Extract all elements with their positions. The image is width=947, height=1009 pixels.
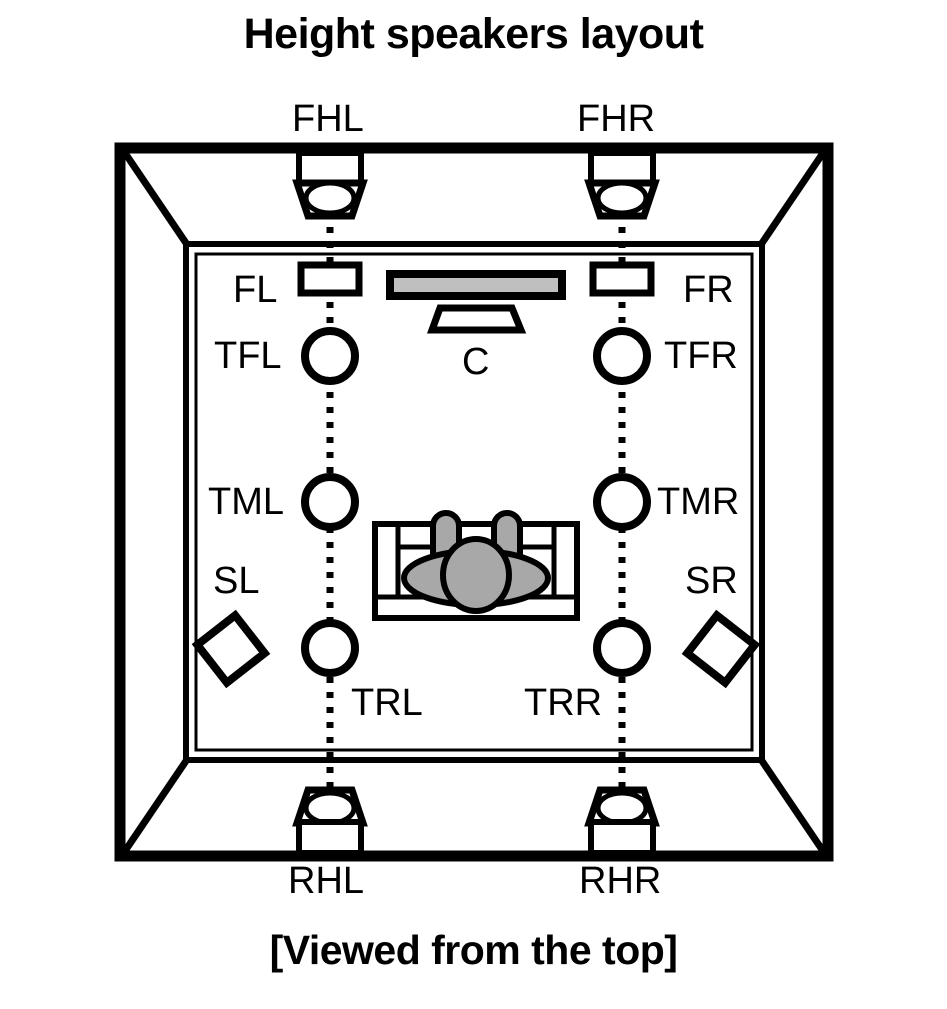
speaker-rhl-mount xyxy=(296,819,364,856)
speaker-fhr-mount xyxy=(588,150,656,187)
view-caption: [Viewed from the top] xyxy=(269,927,678,973)
speaker-tfr[interactable] xyxy=(593,327,651,385)
speaker-fhl-mount xyxy=(296,150,364,187)
listener-head xyxy=(440,536,512,614)
label-sr: SR xyxy=(685,560,738,602)
room-inner-floor xyxy=(183,241,765,763)
speaker-tfl[interactable] xyxy=(301,327,359,385)
label-tmr: TMR xyxy=(657,481,740,523)
speaker-rhr-driver xyxy=(595,790,649,826)
label-tml: TML xyxy=(208,481,284,523)
speaker-rhr-mount xyxy=(588,819,656,856)
label-fl: FL xyxy=(233,269,278,311)
room-inner-floor-edge xyxy=(194,252,754,752)
label-rhr: RHR xyxy=(579,860,662,902)
speaker-sl[interactable] xyxy=(191,609,271,689)
label-fhr: FHR xyxy=(577,98,656,140)
sofa-group xyxy=(372,510,580,621)
label-sl: SL xyxy=(213,560,260,602)
speaker-fhr-driver xyxy=(595,180,649,216)
speaker-rhr[interactable] xyxy=(584,786,660,856)
alignment-guides xyxy=(326,212,626,860)
room-outer-wall xyxy=(114,142,834,862)
room-perspective-lines xyxy=(122,151,826,853)
speaker-fl[interactable] xyxy=(297,261,363,297)
page-title: Height speakers layout xyxy=(243,10,704,58)
speaker-fr[interactable] xyxy=(589,261,655,297)
speaker-tml[interactable] xyxy=(301,473,359,531)
label-fr: FR xyxy=(683,269,734,311)
speaker-rhl[interactable] xyxy=(292,786,368,856)
speaker-sr[interactable] xyxy=(681,609,761,689)
label-fhl: FHL xyxy=(292,98,364,140)
speaker-fhr[interactable] xyxy=(584,150,660,220)
label-trr: TRR xyxy=(524,682,603,724)
label-trl: TRL xyxy=(351,682,423,724)
label-rhl: RHL xyxy=(288,860,365,902)
speaker-fhl[interactable] xyxy=(292,150,368,220)
speaker-tmr[interactable] xyxy=(593,473,651,531)
label-c: C xyxy=(462,341,490,383)
speaker-trl[interactable] xyxy=(301,619,359,677)
speaker-center[interactable] xyxy=(427,304,527,334)
label-tfl: TFL xyxy=(214,335,282,377)
speaker-rhl-driver xyxy=(303,790,357,826)
speaker-fhl-driver xyxy=(303,180,357,216)
television xyxy=(386,270,566,300)
speaker-trr[interactable] xyxy=(593,619,651,677)
label-tfr: TFR xyxy=(664,335,738,377)
